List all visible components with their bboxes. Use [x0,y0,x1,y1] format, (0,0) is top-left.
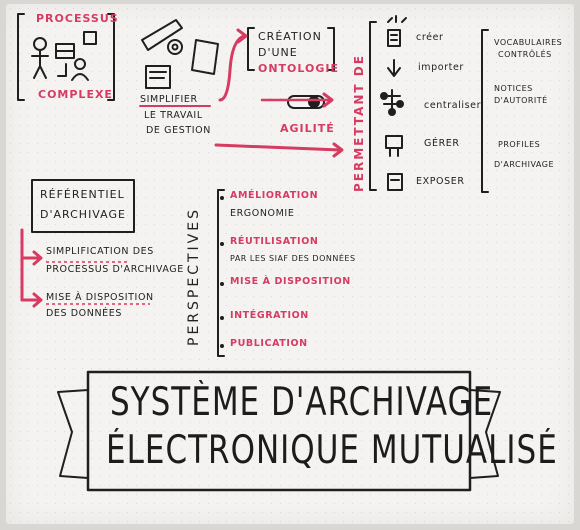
import-icon [387,59,401,77]
vocab-line1: Vocabulaires [494,38,563,47]
action-manage: gérer [424,138,460,149]
notices-line1: Notices [494,84,533,93]
simplify-line3: de gestion [146,125,211,136]
action-expose: exposer [416,176,465,187]
ontology-line3: ontologie [258,62,340,75]
database-icon [83,31,97,45]
perspective-4-title: Intégration [230,310,309,321]
bracket-right [107,13,115,101]
referentiel-item2a: Mise à disposition [46,292,154,303]
perspectives-label: Perspectives [186,207,202,346]
arrow-agilite [214,143,342,152]
agility-label: Agilité [280,122,335,135]
person2-head-icon [74,58,86,70]
banner-line2: électronique mutualisé [106,428,558,473]
create-icon [387,29,401,47]
perspectives-bracket [217,189,225,357]
simplify-line2: le travail [144,110,203,121]
banner-frame [86,370,472,492]
perspective-1-title: Amélioration [230,190,319,201]
notices-line2: d'autorité [494,96,548,105]
complexe-label: complexe [38,88,113,101]
vocab-line2: contrôlés [498,50,552,59]
perspective-2-sub: par les SIAF des données [230,254,356,263]
referentiel-box [31,179,135,233]
paper-sheet [6,4,574,524]
notes-bracket [481,29,489,193]
banner-right-ribbon [469,389,501,479]
person-icon [31,49,49,79]
perspective-5-title: Publication [230,338,308,349]
person-head-icon [33,37,47,51]
pencil-icon [141,19,183,51]
gear-icon [167,39,183,55]
arrow-to-ontology [218,34,246,102]
referentiel-line2: d'archivage [40,208,126,221]
ontology-line1: Création [258,30,322,43]
action-import: importer [418,62,464,73]
perspective-1-sub: ergonomie [230,208,295,219]
bracket-left [17,13,25,101]
banner-left-ribbon [57,389,89,479]
manage-icon [385,135,403,157]
profiles-line1: Profiles [498,140,541,149]
perspective-3-title: Mise à disposition [230,276,351,287]
expose-icon [387,173,403,191]
ontology-line2: d'une [258,46,298,59]
referentiel-item1b: processus d'archivage [46,264,184,275]
referentiel-line1: Référentiel [40,188,125,201]
perspective-2-title: Réutilisation [230,236,319,247]
laptop-icon [145,65,171,89]
permettant-bracket [369,21,377,191]
referentiel-item2b: des données [46,308,123,319]
simplify-line1: Simplifier [140,94,198,105]
processus-label: Processus [36,12,119,25]
action-centralize: centraliser [424,100,482,111]
banner-line1: Système d'archivage [110,380,494,425]
toggle-icon [287,95,325,109]
profiles-line2: d'archivage [494,160,554,169]
referentiel-item1a: Simplification des [46,246,154,257]
permettant-label: Permettant de [352,54,366,192]
document-icon [191,39,219,75]
action-create: créer [416,32,444,43]
